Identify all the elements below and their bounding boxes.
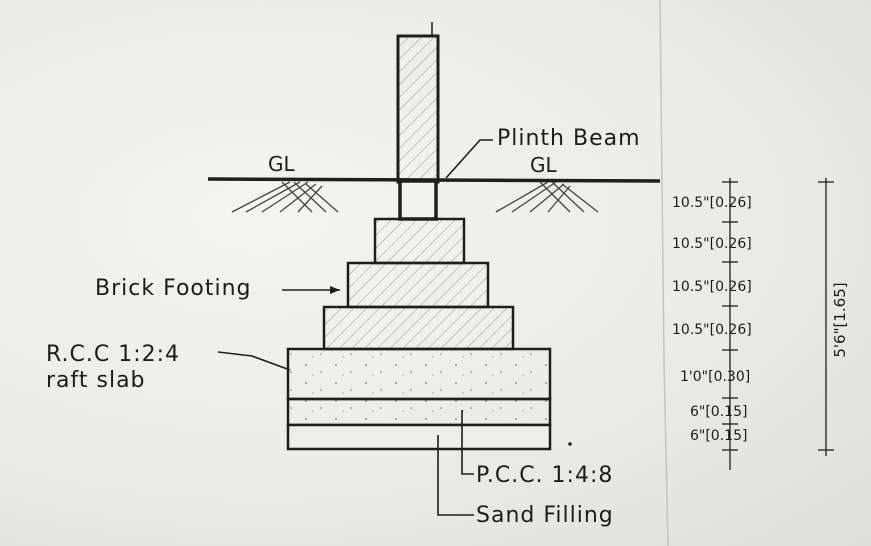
pcc-leader <box>461 410 474 475</box>
dim-pcc: 6"[0.15] <box>690 404 747 420</box>
plinth-beam <box>398 179 438 221</box>
pcc-layer <box>286 397 552 427</box>
pcc-label: P.C.C. 1:4:8 <box>476 463 613 488</box>
brick-footing <box>322 217 515 351</box>
dim-step-4: 10.5"[0.26] <box>672 322 752 338</box>
rcc-raft-slab <box>286 347 552 401</box>
ground-hatch-left <box>231 181 339 213</box>
page-fold <box>659 0 669 546</box>
brick-footing-label: Brick Footing <box>95 276 252 301</box>
leader-lines <box>217 139 493 516</box>
dim-step-2: 10.5"[0.26] <box>672 236 752 252</box>
rcc-label: R.C.C 1:2:4 <box>46 342 180 367</box>
raft-slab-label: raft slab <box>46 368 146 393</box>
brick-footing-arrowhead <box>330 286 340 294</box>
dimension-chain <box>722 178 834 470</box>
rcc-leader <box>217 351 291 371</box>
column <box>396 22 440 184</box>
dim-step-1: 10.5"[0.26] <box>672 195 752 211</box>
ground-level-right-label: GL <box>530 153 557 177</box>
dim-raft: 1'0"[0.30] <box>680 369 750 385</box>
plinth-beam-leader <box>445 139 493 179</box>
plinth-beam-label: Plinth Beam <box>497 126 641 151</box>
ground-level-left-label: GL <box>268 152 295 176</box>
dim-step-3: 10.5"[0.26] <box>672 279 752 295</box>
dim-sand: 6"[0.15] <box>690 428 747 444</box>
sand-leader <box>437 435 474 516</box>
sand-filling-label: Sand Filling <box>476 503 614 528</box>
dim-total: 5'6"[1.65] <box>831 282 849 357</box>
sand-filling-layer <box>286 423 552 451</box>
dot-mark <box>568 442 572 446</box>
ground-hatch-right <box>495 181 599 213</box>
